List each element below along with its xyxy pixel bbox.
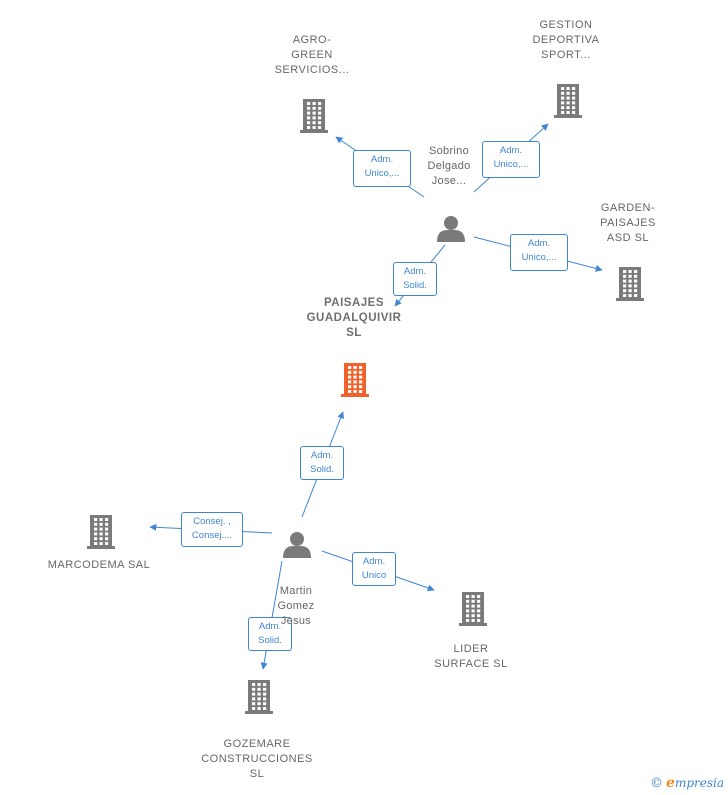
edge-label-martin-to-paisajes[interactable]: Adm. Solid. xyxy=(300,446,344,480)
copyright-icon: © xyxy=(650,776,664,791)
node-label-paisajes[interactable]: PAISAJES GUADALQUIVIR SL xyxy=(306,297,402,339)
person-icon-martin[interactable] xyxy=(283,532,311,558)
edge-label-sobrino-to-agro[interactable]: Adm. Unico,... xyxy=(353,150,411,187)
building-icon-paisajes[interactable] xyxy=(341,363,369,397)
building-icon-agro[interactable] xyxy=(300,99,328,133)
edge-label-sobrino-to-garden[interactable]: Adm. Unico,... xyxy=(510,234,568,271)
node-label-sobrino[interactable]: Sobrino Delgado Jose... xyxy=(427,145,471,187)
building-icon-lider[interactable] xyxy=(459,592,487,626)
edge-label-sobrino-to-paisajes[interactable]: Adm. Solid. xyxy=(393,262,437,296)
node-label-gestion[interactable]: GESTION DEPORTIVA SPORT... xyxy=(532,19,600,61)
building-icon-gozemare[interactable] xyxy=(245,680,273,714)
node-label-agro[interactable]: AGRO- GREEN SERVICIOS... xyxy=(274,34,350,76)
node-label-marcodema[interactable]: MARCODEMA SAL xyxy=(47,559,151,571)
edge-label-martin-to-lider[interactable]: Adm. Unico xyxy=(352,552,396,586)
edge-label-sobrino-to-gestion[interactable]: Adm. Unico,... xyxy=(482,141,540,178)
brand-name: mpresia xyxy=(674,776,724,790)
edge-label-martin-to-gozemare[interactable]: Adm. Solid. xyxy=(248,617,292,651)
node-label-martin[interactable]: Martin Gomez Jesus xyxy=(277,585,315,627)
node-label-garden[interactable]: GARDEN- PAISAJES ASD SL xyxy=(600,202,656,244)
node-label-lider[interactable]: LIDER SURFACE SL xyxy=(434,643,508,670)
building-icon-marcodema[interactable] xyxy=(87,515,115,549)
node-label-gozemare[interactable]: GOZEMARE CONSTRUCCIONES SL xyxy=(201,738,313,780)
building-icon-garden[interactable] xyxy=(616,267,644,301)
brand-initial: e xyxy=(666,775,675,791)
person-icon-sobrino[interactable] xyxy=(437,216,465,242)
edge-label-martin-to-marcodema[interactable]: Consej. , Consej.... xyxy=(181,512,243,547)
building-icon-gestion[interactable] xyxy=(554,84,582,118)
edge-martin-to-gozemare xyxy=(260,560,283,670)
empresia-watermark: ©empresia xyxy=(650,775,724,791)
